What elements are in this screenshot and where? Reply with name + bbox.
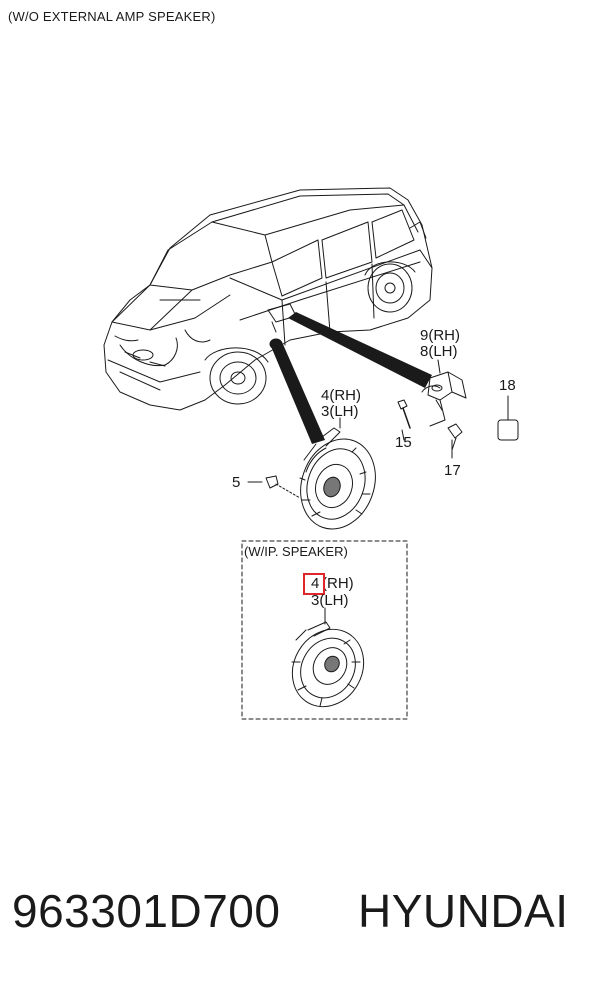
screw-5 (265, 475, 301, 499)
clip-17 (447, 423, 463, 451)
callout-9-rh: 9(RH) (420, 327, 460, 344)
inset-speaker (291, 621, 365, 708)
leader-band-door-speaker (270, 342, 325, 444)
leader-15 (401, 429, 405, 441)
callout-8-lh: 8(LH) (420, 343, 458, 360)
callout-4-rh: 4(RH) (321, 387, 361, 404)
highlight-box (303, 573, 325, 595)
inset-callout-4-side: (RH) (322, 575, 354, 592)
door-speaker (299, 427, 376, 530)
callout-17: 17 (444, 462, 461, 479)
callout-15: 15 (395, 434, 412, 451)
callout-5: 5 (232, 474, 241, 491)
callout-18: 18 (499, 377, 516, 394)
vehicle-illustration (103, 187, 433, 411)
inset-box (241, 540, 408, 720)
inset-callout-3-lh: 3(LH) (311, 592, 349, 609)
screw-15 (397, 399, 411, 429)
brand-name: HYUNDAI (358, 885, 569, 937)
part-number: 963301D700 (12, 885, 281, 937)
part-18-square (497, 419, 519, 441)
tweeter-bracket (421, 371, 467, 427)
diagram-title: (W/O EXTERNAL AMP SPEAKER) (8, 9, 216, 24)
callout-3-lh: 3(LH) (321, 403, 359, 420)
leader-band-tweeter (288, 312, 432, 388)
inset-callout-4-number: 4 (311, 575, 320, 592)
inset-title: (W/IP. SPEAKER) (244, 544, 348, 559)
